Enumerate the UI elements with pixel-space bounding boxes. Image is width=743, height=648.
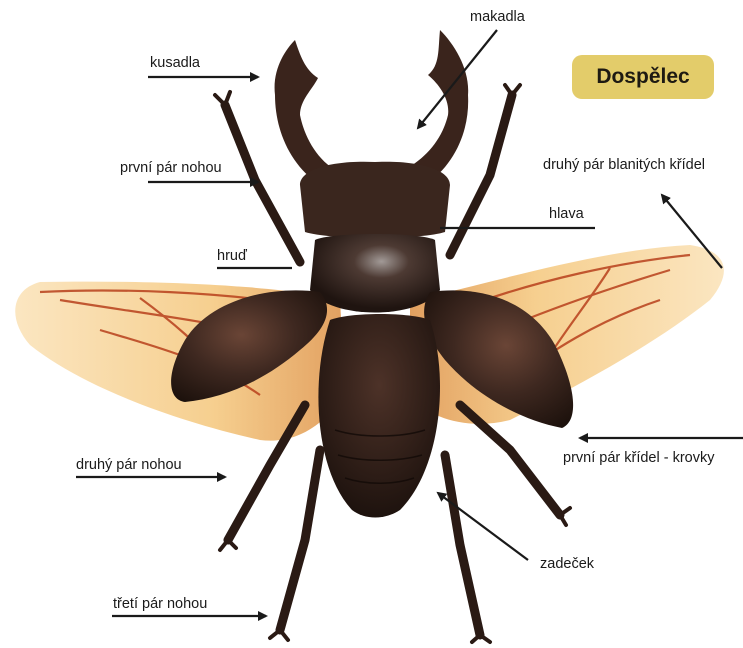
- label-prvni-par-kridel: první pár křídel - krovky: [563, 451, 715, 466]
- head: [300, 162, 450, 238]
- label-hlava: hlava: [549, 207, 584, 222]
- label-prvni-par-nohou: první pár nohou: [120, 161, 222, 176]
- arrow-zadecek: [438, 493, 528, 560]
- label-hrud: hruď: [217, 249, 247, 264]
- abdomen: [318, 314, 440, 518]
- label-makadla: makadla: [470, 10, 525, 25]
- title-badge: Dospělec: [572, 55, 714, 99]
- thorax: [310, 234, 440, 313]
- label-druhy-par-nohou: druhý pár nohou: [76, 458, 182, 473]
- label-druhy-par-kridel: druhý pár blanitých křídel: [543, 158, 705, 173]
- label-zadecek: zadeček: [540, 557, 594, 572]
- label-treti-par-nohou: třetí pár nohou: [113, 597, 207, 612]
- left-mandible: [275, 40, 345, 185]
- label-kusadla: kusadla: [150, 56, 200, 71]
